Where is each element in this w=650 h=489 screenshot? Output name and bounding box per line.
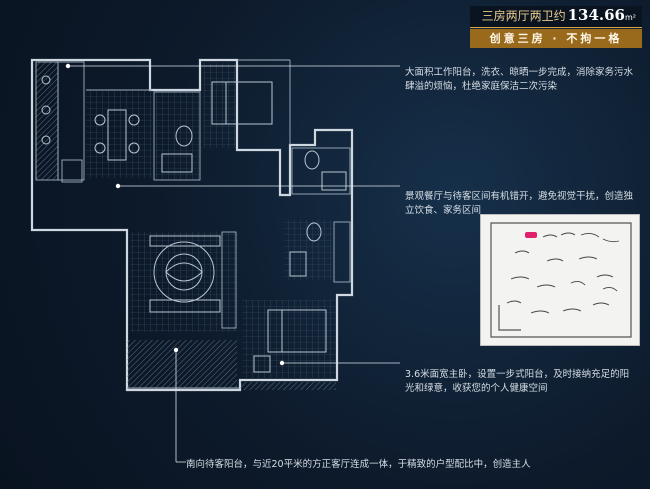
unit-area-value: 134.66 — [567, 6, 625, 24]
unit-slogan: 创意三房 · 不拘一格 — [470, 29, 642, 48]
site-plan-inset — [480, 214, 640, 346]
note-master-bedroom: 3.6米面宽主卧，设置一步式阳台，及时接纳充足的阳光和绿意，收获您的个人健康空间 — [405, 369, 630, 394]
unit-type-label: 三房两厅两卫约 — [481, 9, 566, 23]
note-work-balcony: 大面积工作阳台，洗衣、晾晒一步完成，消除家务污水肆溢的烦恼，杜绝家庭保洁二次污染 — [405, 67, 634, 92]
note-south-balcony: 南向待客阳台，与近20平米的方正客厅连成一体，于精致的户型配比中，创造主人 — [186, 459, 531, 470]
unit-header: 三房两厅两卫约 134.66 m² 创意三房 · 不拘一格 — [470, 6, 642, 48]
outer-walls — [30, 58, 354, 392]
unit-area-unit: m² — [625, 13, 636, 22]
south-balcony — [127, 340, 336, 390]
bedroom-top — [203, 59, 291, 148]
unit-location-marker — [525, 232, 537, 238]
site-plan-map — [490, 222, 632, 338]
kitchen-area — [35, 61, 85, 183]
master-bedroom — [242, 300, 336, 378]
bathroom-2 — [291, 147, 351, 195]
note-dining-area: 景观餐厅与待客区间有机错开，避免视觉干扰，创造独立饮食、家务区间 — [405, 191, 634, 216]
dining-room — [86, 89, 152, 178]
bathroom-1 — [153, 91, 201, 181]
leader-lines — [65, 63, 400, 463]
bathroom-3 — [284, 220, 351, 283]
living-room — [130, 231, 238, 332]
unit-title: 三房两厅两卫约 134.66 m² — [470, 6, 642, 28]
